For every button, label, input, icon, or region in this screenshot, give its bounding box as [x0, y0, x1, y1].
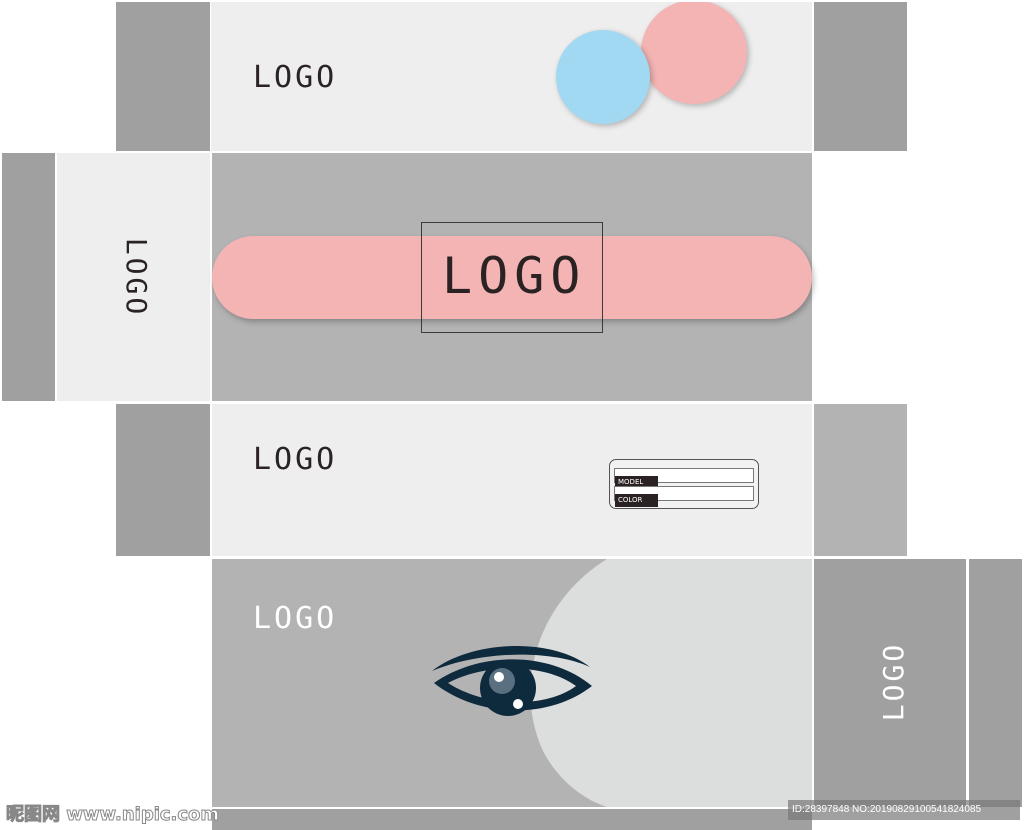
- right-glue-strip: [969, 559, 1022, 807]
- watermark-id: ID:28397848 NO:20190829100541824085: [788, 800, 1020, 820]
- info-panel: LOGO MODEL COLOR: [212, 404, 812, 556]
- eye-icon: [432, 646, 592, 716]
- info-logo: LOGO: [253, 442, 338, 477]
- left-glue-strip: [2, 153, 55, 401]
- front-panel: LOGO: [212, 153, 812, 401]
- side-logo: LOGO: [120, 237, 154, 318]
- bottom-flap: [212, 809, 812, 830]
- color-field: COLOR: [614, 486, 754, 507]
- blue-circle: [556, 30, 650, 124]
- info-right-flap: [814, 404, 907, 556]
- model-label: MODEL: [615, 476, 658, 489]
- top-logo: LOGO: [253, 60, 338, 95]
- bottom-logo: LOGO: [253, 601, 338, 636]
- bottom-panel: LOGO: [212, 559, 812, 807]
- pink-band: [212, 236, 812, 319]
- spec-label-box: MODEL COLOR: [609, 459, 759, 509]
- top-panel: LOGO: [211, 2, 812, 151]
- left-side-panel: LOGO: [57, 153, 210, 401]
- info-left-flap: [116, 404, 210, 556]
- right-side-panel: LOGO: [814, 559, 966, 807]
- color-label: COLOR: [615, 494, 658, 507]
- top-right-flap: [814, 2, 907, 151]
- right-side-logo: LOGO: [877, 641, 911, 722]
- front-logo: LOGO: [442, 247, 587, 305]
- watermark-site: 昵图网 www.nipic.com: [5, 804, 220, 826]
- top-left-flap: [116, 2, 210, 151]
- model-field: MODEL: [614, 468, 754, 489]
- logo-frame: [421, 222, 603, 333]
- pink-circle: [641, 2, 747, 104]
- light-curve-shape: [530, 559, 812, 807]
